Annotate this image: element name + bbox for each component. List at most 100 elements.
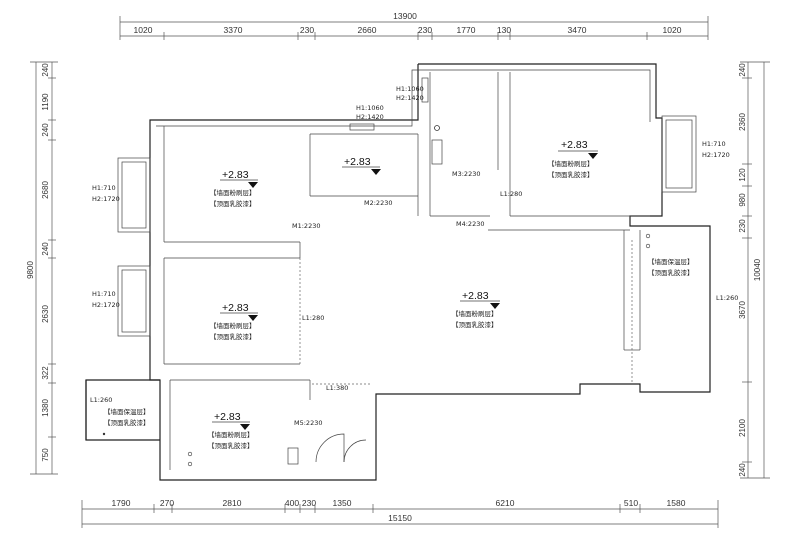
bottom-dim-1: 1790 [112, 498, 131, 508]
room-bedroom-bottom: +2.83 【墙面粉刷层】 【顶面乳胶漆】 [208, 411, 254, 450]
bottom-dim-4: 400 [285, 498, 299, 508]
door-label-l1: L1:280 [500, 190, 522, 198]
ceiling-finish-label: 【顶面乳胶漆】 [104, 418, 150, 427]
right-total-dimension: 10040 [753, 258, 762, 281]
left-dim-6: 2630 [41, 305, 50, 323]
right-dim-6: 3670 [738, 301, 747, 319]
top-dim-3: 230 [300, 25, 314, 35]
left-total-dimension: 9800 [26, 261, 35, 279]
left-dimension-chain: 9800 240 1190 240 2680 240 2630 322 1380… [26, 61, 58, 475]
room-height: +2.83 [561, 139, 588, 151]
left-dim-2: 1190 [41, 93, 50, 111]
bottom-dim-3: 2810 [223, 498, 242, 508]
height-marker-icon [490, 303, 500, 309]
right-dim-1: 240 [738, 63, 747, 77]
top-dim-7: 130 [497, 25, 511, 35]
door-label-l2: L1:280 [302, 314, 324, 322]
room-height: +2.83 [214, 411, 241, 423]
room-height: +2.83 [344, 156, 371, 168]
ceiling-finish-label: 【顶面乳胶漆】 [208, 441, 254, 450]
top-total-dimension: 13900 [393, 11, 417, 21]
left-dim-5: 240 [41, 242, 50, 256]
fixtures [102, 125, 651, 467]
height-marker-icon [248, 315, 258, 321]
room-height: +2.83 [222, 169, 249, 181]
wall-finish-label: 【墙面粉刷层】 [452, 309, 498, 318]
left-dim-7: 322 [41, 366, 50, 380]
ceiling-finish-label: 【顶面乳胶漆】 [548, 170, 594, 179]
left-window-2-h1: H1:710 [92, 290, 116, 298]
height-marker-icon [588, 153, 598, 159]
room-study-top-middle: +2.83 [342, 156, 381, 175]
top-dim-5: 230 [418, 25, 432, 35]
top-dim-8: 3470 [568, 25, 587, 35]
top-dim-6: 1770 [457, 25, 476, 35]
walls [85, 63, 711, 481]
room-bedroom-top-right: +2.83 【墙面粉刷层】 【顶面乳胶漆】 [548, 139, 598, 179]
bottom-dim-6: 1350 [333, 498, 352, 508]
top-dim-1: 1020 [134, 25, 153, 35]
opening-labels: H1:1060 H2:1420 H1:1060 H2:1420 H1:710 H… [90, 85, 738, 427]
right-dim-3: 120 [738, 168, 747, 182]
bottom-dimension-chain: 1790 270 2810 400 230 1350 6210 510 1580… [81, 498, 719, 528]
room-living-room: +2.83 【墙面粉刷层】 【顶面乳胶漆】 [452, 290, 500, 329]
room-height: +2.83 [462, 290, 489, 302]
top-window-label-h1: H1:1060 [396, 85, 424, 93]
ceiling-finish-label: 【顶面乳胶漆】 [648, 268, 694, 277]
bottom-dim-7: 6210 [496, 498, 515, 508]
bottom-total-dimension: 15150 [388, 513, 412, 523]
height-marker-icon [248, 182, 258, 188]
top-dim-9: 1020 [663, 25, 682, 35]
door-label-m1: M1:2230 [292, 222, 320, 230]
ceiling-finish-label: 【顶面乳胶漆】 [210, 332, 256, 341]
mid-window-label-h1: H1:1060 [356, 104, 384, 112]
left-dim-8: 1380 [41, 399, 50, 417]
right-dim-5: 230 [738, 219, 747, 233]
left-window-1-h2: H2:1720 [92, 195, 120, 203]
height-marker-icon [371, 169, 381, 175]
left-window-1-h1: H1:710 [92, 184, 116, 192]
left-dim-3: 240 [41, 123, 50, 137]
room-balcony-right: 【墙面保温层】 【顶面乳胶漆】 [648, 257, 694, 277]
bottom-dim-9: 1580 [667, 498, 686, 508]
height-marker-icon [240, 424, 250, 430]
ceiling-finish-label: 【顶面乳胶漆】 [452, 320, 498, 329]
right-window-h2: H2:1720 [702, 151, 730, 159]
top-dim-2: 3370 [224, 25, 243, 35]
room-bedroom-top-left: +2.83 【墙面粉刷层】 【顶面乳胶漆】 [210, 169, 258, 208]
room-height: +2.83 [222, 302, 249, 314]
right-window-h1: H1:710 [702, 140, 726, 148]
top-dim-4: 2660 [358, 25, 377, 35]
entry-door [315, 433, 367, 463]
right-dim-4: 980 [738, 193, 747, 207]
room-balcony-left: 【墙面保温层】 【顶面乳胶漆】 [104, 407, 150, 427]
left-dim-4: 2680 [41, 181, 50, 199]
right-dimension-chain: 240 2360 120 980 230 3670 2100 240 10040 [738, 61, 770, 479]
right-dim-2: 2360 [738, 113, 747, 131]
bottom-dim-2: 270 [160, 498, 174, 508]
left-dim-9: 750 [41, 448, 50, 462]
wall-finish-label: 【墙面粉刷层】 [210, 188, 256, 197]
wall-finish-label: 【墙面保温层】 [648, 257, 694, 266]
door-label-l3: L1:380 [326, 384, 348, 392]
left-dim-1: 240 [41, 63, 50, 77]
door-label-l5: L1:260 [716, 294, 738, 302]
door-label-l4: L1:260 [90, 396, 112, 404]
door-label-m2: M2:2230 [364, 199, 392, 207]
door-label-m5: M5:2230 [294, 419, 322, 427]
bottom-dim-5: 230 [302, 498, 316, 508]
window-bays [117, 77, 697, 337]
mid-window-label-h2: H2:1420 [356, 113, 384, 121]
wall-finish-label: 【墙面保温层】 [104, 407, 150, 416]
door-label-m4: M4:2230 [456, 220, 484, 228]
bottom-dim-8: 510 [624, 498, 638, 508]
top-dimension-chain: 13900 1020 3370 230 2660 230 1770 130 34… [119, 11, 709, 40]
door-label-m3: M3:2230 [452, 170, 480, 178]
right-dim-7: 2100 [738, 419, 747, 437]
left-window-2-h2: H2:1720 [92, 301, 120, 309]
wall-finish-label: 【墙面粉刷层】 [210, 321, 256, 330]
wall-finish-label: 【墙面粉刷层】 [208, 430, 254, 439]
ceiling-finish-label: 【顶面乳胶漆】 [210, 199, 256, 208]
wall-finish-label: 【墙面粉刷层】 [548, 159, 594, 168]
